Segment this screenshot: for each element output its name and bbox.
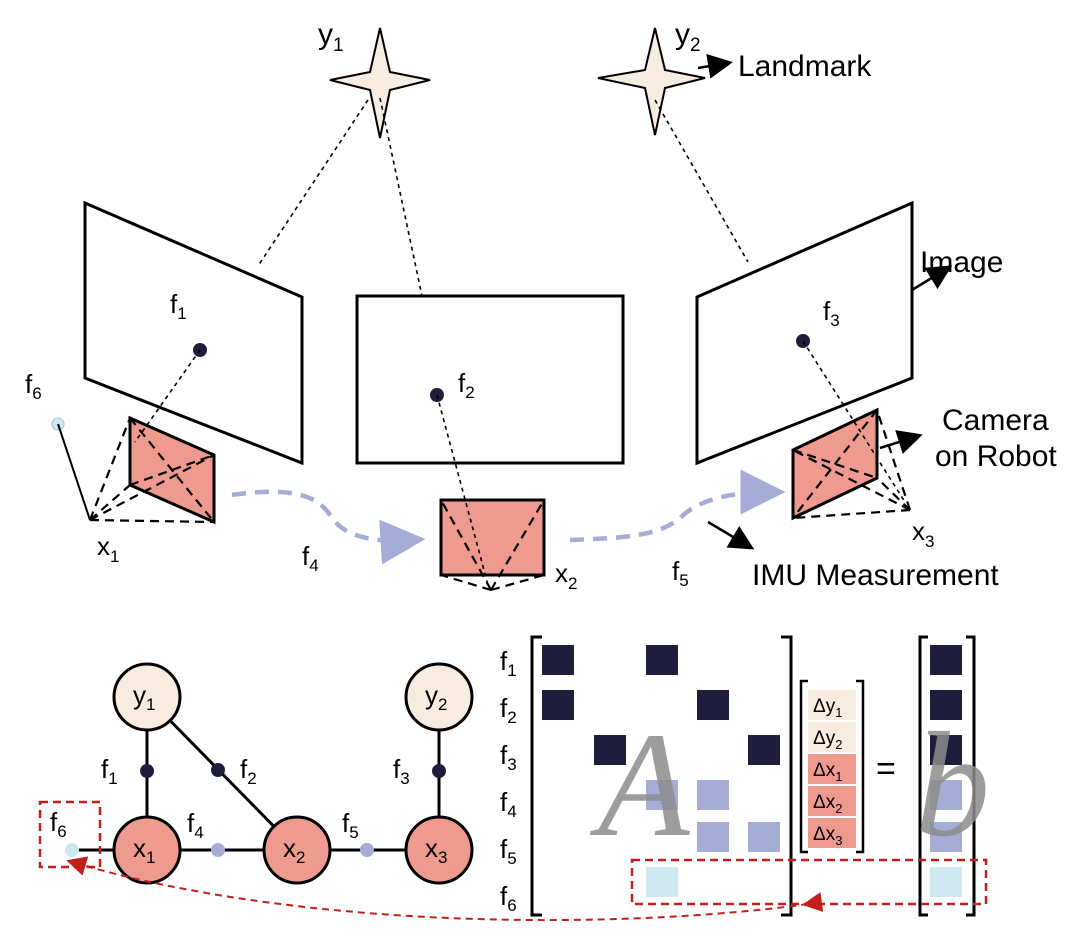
svg-text:f4: f4 xyxy=(500,787,517,821)
equals-sign: = xyxy=(876,750,896,788)
prior-label-f6: f6 xyxy=(25,369,42,403)
image-label: Image xyxy=(920,246,1003,279)
camera-label-line1: Camera xyxy=(942,404,1049,437)
image-plane-1 xyxy=(83,200,304,466)
svg-text:f5: f5 xyxy=(500,834,517,868)
matrix-a-symbol: A xyxy=(589,702,691,868)
imu-factor-label-f5: f5 xyxy=(672,556,689,590)
graph-factor-label-f4: f4 xyxy=(187,808,204,842)
graph-factor-f5 xyxy=(360,843,374,857)
image-plane-3 xyxy=(695,200,914,466)
pose-label-x3: x3 xyxy=(912,516,934,551)
matrix-row-labels: f1 f2 f3 f4 f5 f6 xyxy=(500,646,517,915)
camera-label-line2: on Robot xyxy=(935,440,1057,473)
svg-text:Δx1: Δx1 xyxy=(813,760,842,784)
pose-label-x1: x1 xyxy=(97,531,119,566)
landmark-label-y2: y2 xyxy=(675,18,701,56)
rhs-b-symbol: b xyxy=(915,702,990,868)
rhs-right-bracket xyxy=(966,635,976,917)
graph-factor-f3 xyxy=(432,764,446,778)
svg-text:f1: f1 xyxy=(500,646,517,680)
camera-1 xyxy=(88,349,216,525)
highlight-box-graph-f6 xyxy=(38,800,102,869)
graph-factor-label-f1: f1 xyxy=(101,754,118,788)
graph-factor-label-f3: f3 xyxy=(393,754,410,788)
matrix-a-right-bracket xyxy=(781,635,793,917)
svg-text:f3: f3 xyxy=(500,740,517,774)
node-y1 xyxy=(112,662,182,732)
highlight-link-arrow xyxy=(66,856,824,922)
graph-factor-label-f5: f5 xyxy=(342,808,359,842)
unknown-vector: Δy1 Δy2 Δx1 Δx2 Δx3 xyxy=(808,690,856,848)
svg-text:Δy1: Δy1 xyxy=(813,696,842,720)
graph-factor-f6 xyxy=(65,843,79,857)
matrix-a-left-bracket xyxy=(530,635,542,917)
rhs-left-bracket xyxy=(918,635,928,917)
graph-factor-f1 xyxy=(140,764,154,778)
svg-text:f2: f2 xyxy=(500,693,517,727)
imu-arrow-2 xyxy=(569,469,786,543)
graph-factor-label-f6: f6 xyxy=(50,807,67,841)
matrix-a-entries xyxy=(542,645,780,897)
imu-factor-label-f4: f4 xyxy=(302,541,319,575)
graph-factor-f2 xyxy=(211,763,225,777)
camera-3 xyxy=(791,340,912,521)
node-y2 xyxy=(404,662,474,732)
landmark-label: Landmark xyxy=(738,50,872,83)
pose-label-x2: x2 xyxy=(555,558,577,593)
svg-text:f6: f6 xyxy=(500,881,517,915)
image-plane-2 xyxy=(355,294,625,465)
camera-2 xyxy=(436,394,546,592)
landmark-star-y1 xyxy=(329,27,431,139)
graph-factor-label-f2: f2 xyxy=(240,754,257,788)
rhs-vector-entries xyxy=(930,645,962,897)
graph-factor-f4 xyxy=(211,843,225,857)
imu-label: IMU Measurement xyxy=(752,559,999,592)
landmark-label-y1: y1 xyxy=(318,18,344,56)
landmark-star-y2 xyxy=(597,27,706,136)
imu-arrow-1 xyxy=(231,489,426,565)
